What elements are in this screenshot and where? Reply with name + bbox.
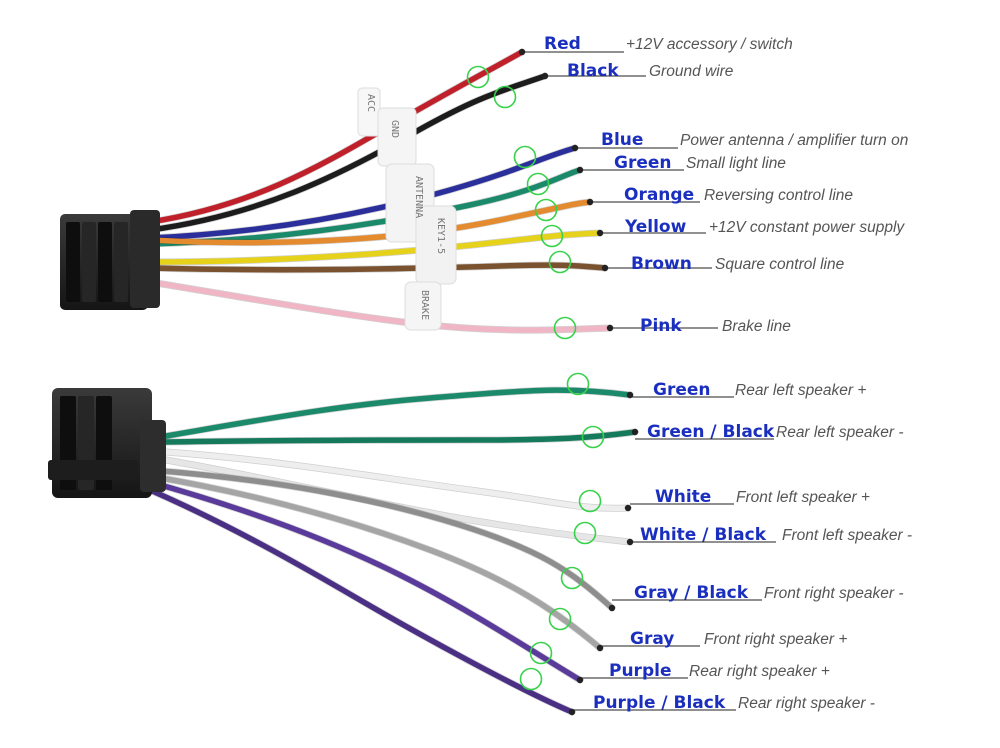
color-label-gray: Gray xyxy=(630,629,675,649)
end-dot-gray-black xyxy=(608,604,616,612)
function-label-pink: Brake line xyxy=(722,318,791,335)
tag-brake: BRAKE xyxy=(419,290,430,321)
end-dot-green-black xyxy=(631,428,639,436)
wire-gray-black xyxy=(147,467,615,611)
tag-acc: ACC xyxy=(365,94,376,113)
function-label-black: Ground wire xyxy=(649,63,734,80)
function-label-brown: Square control line xyxy=(715,256,845,273)
marker-circle-white xyxy=(578,489,602,513)
function-label-purple-black: Rear right speaker - xyxy=(738,695,875,712)
color-label-red: Red xyxy=(544,34,581,54)
color-label-purple: Purple xyxy=(609,661,672,681)
color-label-pink: Pink xyxy=(640,316,682,336)
color-label-blue: Blue xyxy=(601,130,644,150)
function-label-white-black: Front left speaker - xyxy=(782,527,913,544)
wire-white-black xyxy=(163,457,633,545)
wire-shadow-pink xyxy=(146,278,614,334)
marker-circle-brown xyxy=(548,250,572,274)
wire-red xyxy=(147,49,525,225)
tag-key: KEY1-5 xyxy=(435,218,446,255)
function-label-orange: Reversing control line xyxy=(704,187,854,204)
function-label-green-black: Rear left speaker - xyxy=(776,424,904,441)
function-label-green: Small light line xyxy=(686,155,786,172)
wire-green2 xyxy=(163,387,633,439)
wire-green-black xyxy=(163,429,638,445)
color-label-green: Green xyxy=(614,153,672,173)
tag-gnd: GND xyxy=(389,120,400,139)
bottom-harness-wires xyxy=(146,386,639,716)
color-label-white-black: White / Black xyxy=(640,525,767,545)
tag-antenna: ANTENNA xyxy=(413,176,424,219)
wire-brown xyxy=(147,262,608,273)
wire-shadow-purple xyxy=(146,478,584,684)
marker-circle-blue xyxy=(513,145,537,169)
color-label-purple-black: Purple / Black xyxy=(593,693,726,713)
color-label-green2: Green xyxy=(653,380,711,400)
color-label-white: White xyxy=(655,487,712,507)
wire-yellow xyxy=(147,230,603,265)
leader-lines xyxy=(522,51,776,711)
marker-circle-pink xyxy=(553,316,577,340)
marker-circle-gray xyxy=(548,607,572,631)
top-connector xyxy=(60,210,160,310)
function-label-green2: Rear left speaker + xyxy=(735,382,867,399)
function-label-white: Front left speaker + xyxy=(736,489,870,506)
marker-circle-orange xyxy=(534,198,558,222)
color-label-brown: Brown xyxy=(631,254,692,274)
marker-circle-green xyxy=(526,172,550,196)
marker-circle-purple-black xyxy=(519,667,543,691)
wire-shadow-red xyxy=(146,48,526,226)
marker-circle-yellow xyxy=(540,224,564,248)
wire-tags xyxy=(357,87,457,331)
wire-purple-black xyxy=(147,487,575,715)
function-label-yellow: +12V constant power supply xyxy=(709,219,905,236)
function-label-gray: Front right speaker + xyxy=(704,631,848,648)
color-label-orange: Orange xyxy=(624,185,695,205)
color-label-yellow: Yellow xyxy=(625,217,687,237)
marker-circle-purple xyxy=(529,641,553,665)
marker-circle-black xyxy=(493,85,517,109)
color-label-black: Black xyxy=(567,61,619,81)
color-label-green-black: Green / Black xyxy=(647,422,775,442)
end-dot-purple-black xyxy=(568,708,576,716)
function-label-purple: Rear right speaker + xyxy=(689,663,830,680)
bottom-connector xyxy=(48,388,166,498)
marker-circle-red xyxy=(466,65,490,89)
wire-purple xyxy=(147,479,583,683)
function-label-blue: Power antenna / amplifier turn on xyxy=(680,132,909,149)
color-label-gray-black: Gray / Black xyxy=(634,583,749,603)
wire-shadow-green2 xyxy=(162,386,634,440)
wire-end-markers xyxy=(466,48,639,716)
marker-circle-gray-black xyxy=(560,566,584,590)
function-label-red: +12V accessory / switch xyxy=(626,36,793,53)
wire-pink xyxy=(147,279,613,333)
end-dot-white xyxy=(624,504,632,512)
marker-circle-green-black xyxy=(581,425,605,449)
marker-circle-green2 xyxy=(566,372,590,396)
function-label-gray-black: Front right speaker - xyxy=(764,585,904,602)
marker-circle-white-black xyxy=(573,521,597,545)
